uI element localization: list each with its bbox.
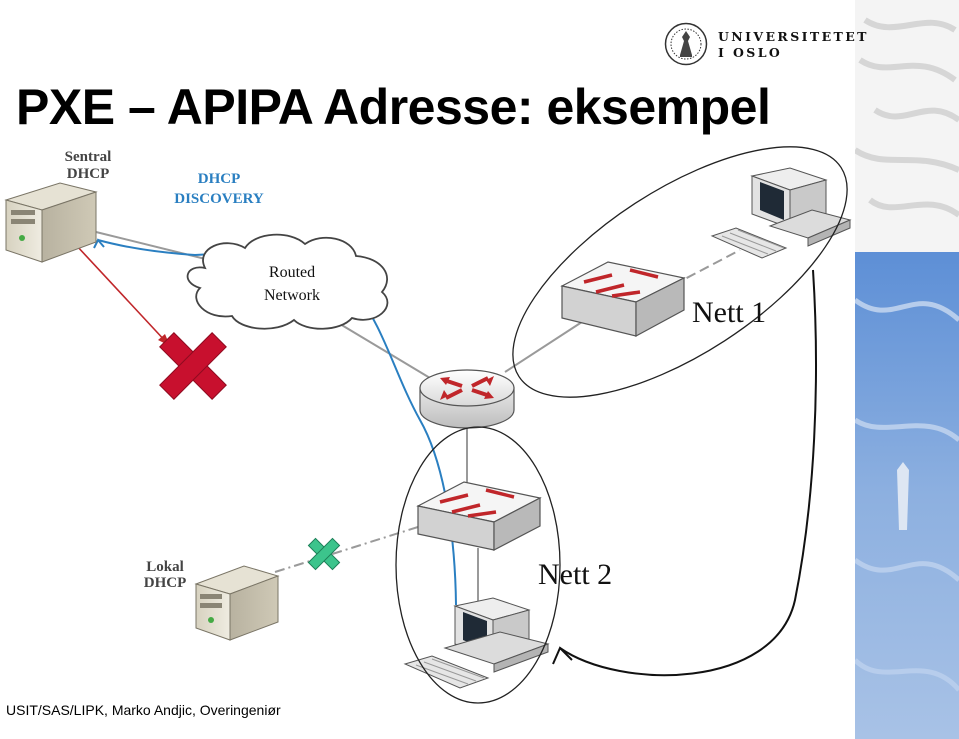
router-icon [419,369,515,429]
local-dhcp-label-line1: Lokal [146,559,184,575]
university-seal-icon [664,22,708,66]
network-diagram: Routed Network DHCP DISCOVERY Sentral DH… [4,146,852,704]
local-dhcp-server-icon [194,565,280,641]
slide-footer: USIT/SAS/LIPK, Marko Andjic, Overingeniø… [6,702,281,718]
university-name: UNIVERSITETET I OSLO [718,29,869,61]
net1-computer-icon [710,167,852,259]
net2-computer-icon [403,597,550,689]
university-name-line1: UNIVERSITETET [718,29,869,44]
routed-network-label-line1: Routed [269,264,315,281]
net1-boundary [512,146,848,398]
net1-label: Nett 1 [692,296,766,329]
net2-boundary [395,426,561,704]
central-dhcp-server-icon [4,182,98,263]
migration-arrow [559,269,817,677]
blocked-x-icon [159,332,227,400]
slide-title: PXE – APIPA Adresse: eksempel [16,79,771,135]
dhcp-discovery-arrowhead [93,238,105,249]
net2-switch-icon [416,481,542,551]
migration-arrowhead [552,646,573,665]
dhcp-discovery-label-line2: DISCOVERY [174,191,264,207]
dhcp-discovery-label-line1: DHCP [198,171,241,187]
blocked-dhcp-path [75,244,169,345]
local-dhcp-label-line2: DHCP [144,575,187,591]
allowed-x-icon [307,537,341,571]
link-cloud-to-router [329,317,431,379]
net1-switch-icon [560,261,686,338]
link-router-to-net1-switch [504,319,586,373]
routed-network-cloud [186,233,389,330]
decorative-background-strip [855,0,959,739]
net2-label: Nett 2 [538,558,612,591]
central-dhcp-label-line2: DHCP [67,166,110,182]
university-name-line2: I OSLO [718,45,783,60]
routed-network-label-line2: Network [264,287,320,304]
central-dhcp-label-line1: Sentral [65,149,112,165]
link-local-dhcp-to-switch [274,526,419,573]
